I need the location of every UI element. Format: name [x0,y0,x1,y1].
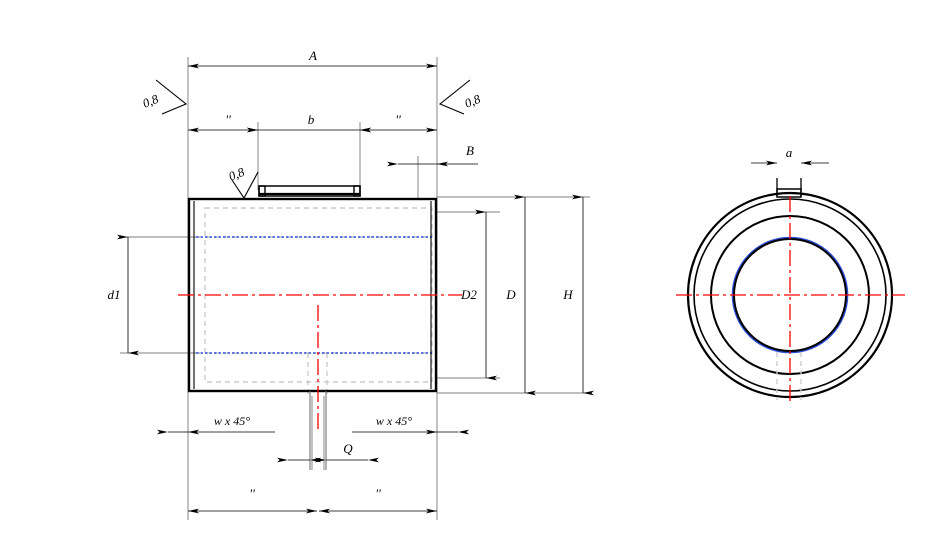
label-keyway-length: b [308,112,315,127]
ditto-mark-top-left: '' [225,112,231,127]
label-overall-length: A [308,48,317,63]
roughness-symbol-top: 0,8 [227,165,259,200]
label-keyway-width: a [786,145,793,160]
label-keyway-offset: B [466,143,474,158]
label-chamfer-right: w x 45° [376,414,412,428]
dimension-keyway-offset: B [387,143,478,167]
centerlines-side [676,196,905,404]
label-groove-width: Q [343,441,353,456]
label-outer-diameter: D [505,287,516,302]
label-overall-height: H [562,287,573,302]
label-bore-diameter: D2 [460,287,477,302]
dimension-bottom-row: '' '' [188,486,437,514]
hidden-bore-lines [196,236,432,354]
ditto-mark-bottom-right: '' [375,486,381,501]
dimension-outer-diameter: D [505,194,536,396]
dimension-chamfer-right: w x 45° [352,414,469,435]
roughness-left-value: 0,8 [141,92,161,111]
center-groove [309,391,327,470]
roughness-right-value: 0,8 [463,92,483,111]
dimension-bore-diameter: D2 [460,209,497,381]
centerlines-front [178,294,462,432]
extension-lines-front [120,57,590,520]
label-chamfer-left: w x 45° [214,414,250,428]
ditto-mark-bottom-left: '' [249,486,255,501]
roughness-symbol-right: 0,8 [438,79,483,115]
ditto-mark-top-right: '' [395,112,401,127]
dimension-keyway-length-row: '' b '' [188,112,437,133]
dimension-overall-height: H [562,194,594,396]
label-inner-diameter: d1 [108,287,121,302]
roughness-symbol-left: 0,8 [141,79,188,115]
dimension-inner-diameter: d1 [108,234,139,356]
dimension-overall-length: A [188,48,437,69]
dimension-groove-width: Q [277,441,379,463]
dimension-keyway-width: a [751,145,829,166]
keyway-front-view [258,185,361,197]
roughness-top-value: 0,8 [227,165,247,184]
keyway-side-view [776,178,802,198]
keyway-side-construction [776,352,802,400]
dimension-chamfer-left: w x 45° [157,414,275,435]
